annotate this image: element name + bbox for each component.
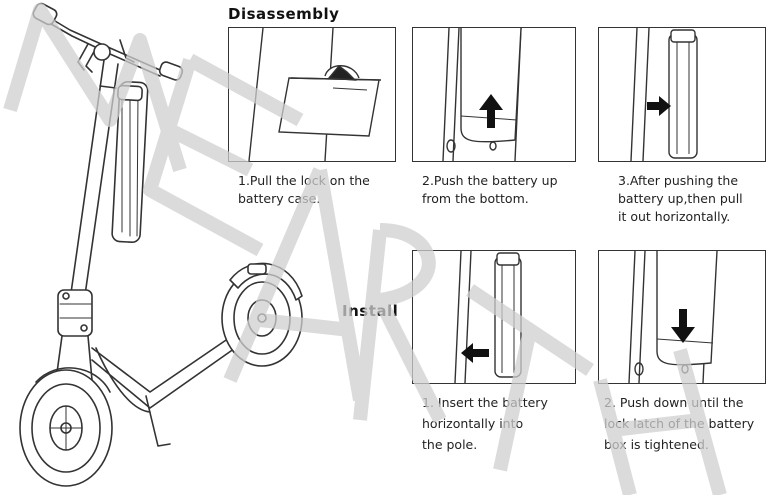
caption-step-2: 2.Push the battery up from the bottom.: [422, 172, 558, 208]
arrow-down-icon: [671, 309, 695, 343]
panel-step-3-pull-out: [598, 27, 766, 162]
caption-line: 2.Push the battery up: [422, 173, 558, 188]
caption-line: 2. Push down until the: [604, 395, 744, 410]
arrow-up-icon: [479, 94, 503, 128]
caption-line: box is tightened.: [604, 437, 709, 452]
panel-step-1-pull-lock: [228, 27, 396, 162]
panel-install-1-insert: [412, 250, 576, 384]
battery-insert-diagram: [454, 251, 522, 383]
battery-pull-out-diagram: [630, 28, 698, 161]
arrow-left-icon: [461, 343, 489, 363]
battery-push-up-diagram: [442, 28, 522, 161]
panel-install-2-push-down: [598, 250, 766, 384]
caption-line: it out horizontally.: [618, 209, 731, 224]
caption-step-3: 3.After pushing the battery up,then pull…: [618, 172, 743, 226]
disassembly-heading: Disassembly: [228, 5, 340, 23]
battery-lock-diagram: [248, 28, 382, 161]
caption-line: the pole.: [422, 437, 478, 452]
caption-line: lock latch of the battery: [604, 416, 755, 431]
caption-line: 1.Pull the lock on the: [238, 173, 370, 188]
caption-line: from the bottom.: [422, 191, 529, 206]
panel-step-2-push-up: [412, 27, 576, 162]
caption-line: battery up,then pull: [618, 191, 743, 206]
caption-install-1: 1. Insert the battery horizontally into …: [422, 392, 548, 455]
arrow-right-icon: [647, 96, 671, 116]
caption-install-2: 2. Push down until the lock latch of the…: [604, 392, 754, 455]
caption-line: horizontally into: [422, 416, 524, 431]
caption-step-1: 1.Pull the lock on the battery case.: [238, 172, 370, 208]
caption-line: battery case.: [238, 191, 321, 206]
caption-line: 1. Insert the battery: [422, 395, 548, 410]
caption-line: 3.After pushing the: [618, 173, 739, 188]
install-heading: Install: [342, 302, 399, 320]
battery-push-down-diagram: [628, 251, 718, 383]
